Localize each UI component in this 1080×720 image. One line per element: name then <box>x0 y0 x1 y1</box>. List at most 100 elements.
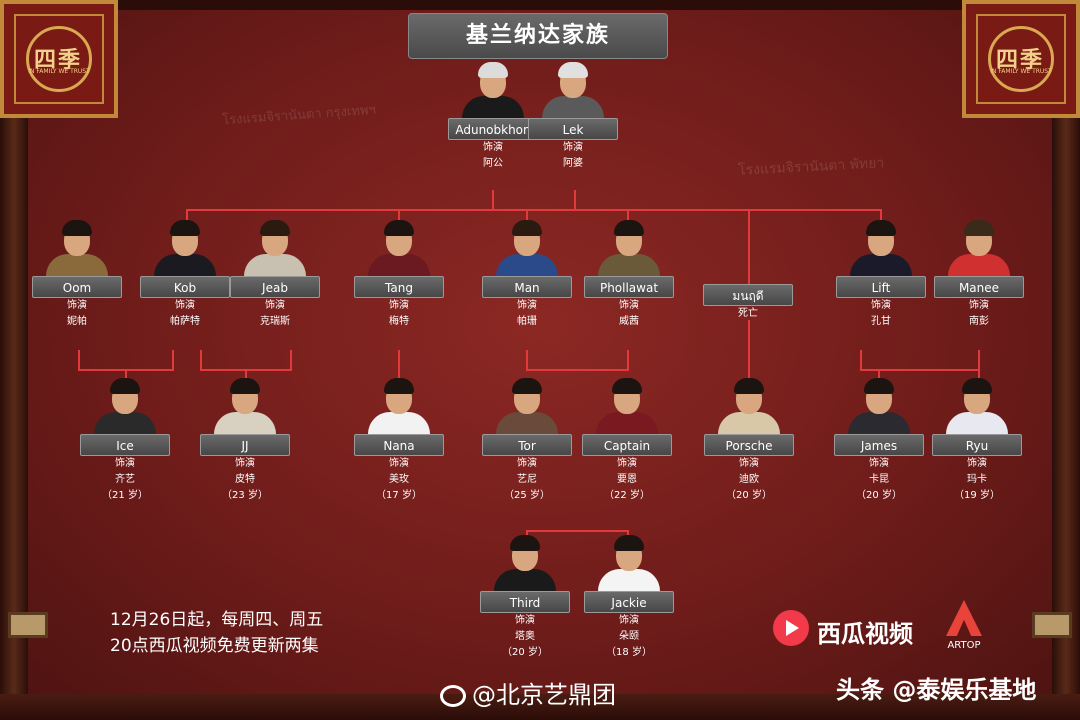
portrait <box>494 378 560 442</box>
name-plate: มนฤดี <box>703 284 793 306</box>
actor-name: 要恩 <box>617 474 637 485</box>
portrait <box>846 378 912 442</box>
member-card: Adunobkhon 饰演阿公 <box>448 62 538 172</box>
actor-name: 朵颐 <box>619 631 639 642</box>
name-plate: Man <box>482 276 572 298</box>
role-prefix: 饰演 <box>115 458 135 469</box>
member-card: Tang 饰演梅特 <box>354 220 444 330</box>
portrait <box>492 535 558 599</box>
schedule-line-1: 12月26日起，每周四、周五 <box>110 610 324 630</box>
top-frame <box>0 0 1080 10</box>
actor-name: 皮特 <box>235 474 255 485</box>
role-prefix: 饰演 <box>389 458 409 469</box>
character-age: （17 岁） <box>376 490 422 501</box>
name-plate: Adunobkhon <box>448 118 538 140</box>
actor-name: 孔甘 <box>871 316 891 327</box>
portrait <box>152 220 218 284</box>
weibo-watermark: @北京艺鼎团 <box>440 675 616 710</box>
role-prefix: 饰演 <box>175 300 195 311</box>
portrait <box>366 378 432 442</box>
role-prefix: 饰演 <box>517 300 537 311</box>
actor-name: 迪欧 <box>739 474 759 485</box>
member-card: Kob 饰演帕萨特 <box>140 220 230 330</box>
actor-name: 帕萨特 <box>170 316 200 327</box>
play-icon <box>773 610 809 646</box>
weibo-icon <box>440 685 466 707</box>
character-age: （19 岁） <box>954 490 1000 501</box>
role-prefix: 饰演 <box>235 458 255 469</box>
role-prefix: 饰演 <box>869 458 889 469</box>
member-card: มนฤดี 死亡 <box>703 284 793 322</box>
actor-name: 威茜 <box>619 316 639 327</box>
actor-name: 艺尼 <box>517 474 537 485</box>
name-plate: Tor <box>482 434 572 456</box>
actor-name: 美玫 <box>389 474 409 485</box>
hotel-watermark-right: โรงแรมจิรานันตา พัทยา <box>737 155 885 179</box>
role-prefix: 饰演 <box>563 142 583 153</box>
role-prefix: 饰演 <box>483 142 503 153</box>
actor-name: 南彭 <box>969 316 989 327</box>
schedule-line-2: 20点西瓜视频免费更新两集 <box>110 636 319 656</box>
actor-name: 玛卡 <box>967 474 987 485</box>
member-card: Oom 饰演妮帕 <box>32 220 122 330</box>
role-prefix: 饰演 <box>517 458 537 469</box>
character-age: （18 岁） <box>606 647 652 658</box>
portrait <box>212 378 278 442</box>
character-age: （21 岁） <box>102 490 148 501</box>
bottom-frame <box>0 694 1080 720</box>
portrait <box>848 220 914 284</box>
actor-name: 卡昆 <box>869 474 889 485</box>
decor-tile <box>1032 612 1072 638</box>
member-card: Third 饰演塔奥 （20 岁） <box>480 535 570 661</box>
name-plate: Kob <box>140 276 230 298</box>
name-plate: JJ <box>200 434 290 456</box>
role-prefix: 饰演 <box>871 300 891 311</box>
actor-name: 塔奥 <box>515 631 535 642</box>
name-plate: James <box>834 434 924 456</box>
name-plate: Manee <box>934 276 1024 298</box>
portrait <box>596 220 662 284</box>
portrait <box>366 220 432 284</box>
member-card: Man 饰演帕珊 <box>482 220 572 330</box>
name-plate: Ryu <box>932 434 1022 456</box>
actor-name: 妮帕 <box>67 316 87 327</box>
left-frame <box>0 0 28 720</box>
name-plate: Oom <box>32 276 122 298</box>
portrait <box>716 378 782 442</box>
portrait <box>44 220 110 284</box>
actor-name: 帕珊 <box>517 316 537 327</box>
role-prefix: 饰演 <box>67 300 87 311</box>
portrait <box>540 62 606 126</box>
portrait <box>494 220 560 284</box>
portrait <box>594 378 660 442</box>
name-plate: Jeab <box>230 276 320 298</box>
character-age: （20 岁） <box>502 647 548 658</box>
name-plate: Nana <box>354 434 444 456</box>
portrait <box>92 378 158 442</box>
member-card: Nana 饰演美玫 （17 岁） <box>354 378 444 504</box>
actor-name: 梅特 <box>389 316 409 327</box>
character-age: （20 岁） <box>726 490 772 501</box>
name-plate: Tang <box>354 276 444 298</box>
actor-name: 阿公 <box>483 158 503 169</box>
decor-tile <box>8 612 48 638</box>
role-prefix: 饰演 <box>619 615 639 626</box>
portrait <box>944 378 1010 442</box>
character-age: （22 岁） <box>604 490 650 501</box>
actor-name: 死亡 <box>738 308 758 319</box>
toutiao-watermark: 头条 @泰娱乐基地 <box>836 676 1037 704</box>
name-plate: Captain <box>582 434 672 456</box>
portrait <box>596 535 662 599</box>
name-plate: Third <box>480 591 570 613</box>
role-prefix: 饰演 <box>515 615 535 626</box>
role-prefix: 饰演 <box>389 300 409 311</box>
actor-name: 克瑞斯 <box>260 316 290 327</box>
name-plate: Lek <box>528 118 618 140</box>
